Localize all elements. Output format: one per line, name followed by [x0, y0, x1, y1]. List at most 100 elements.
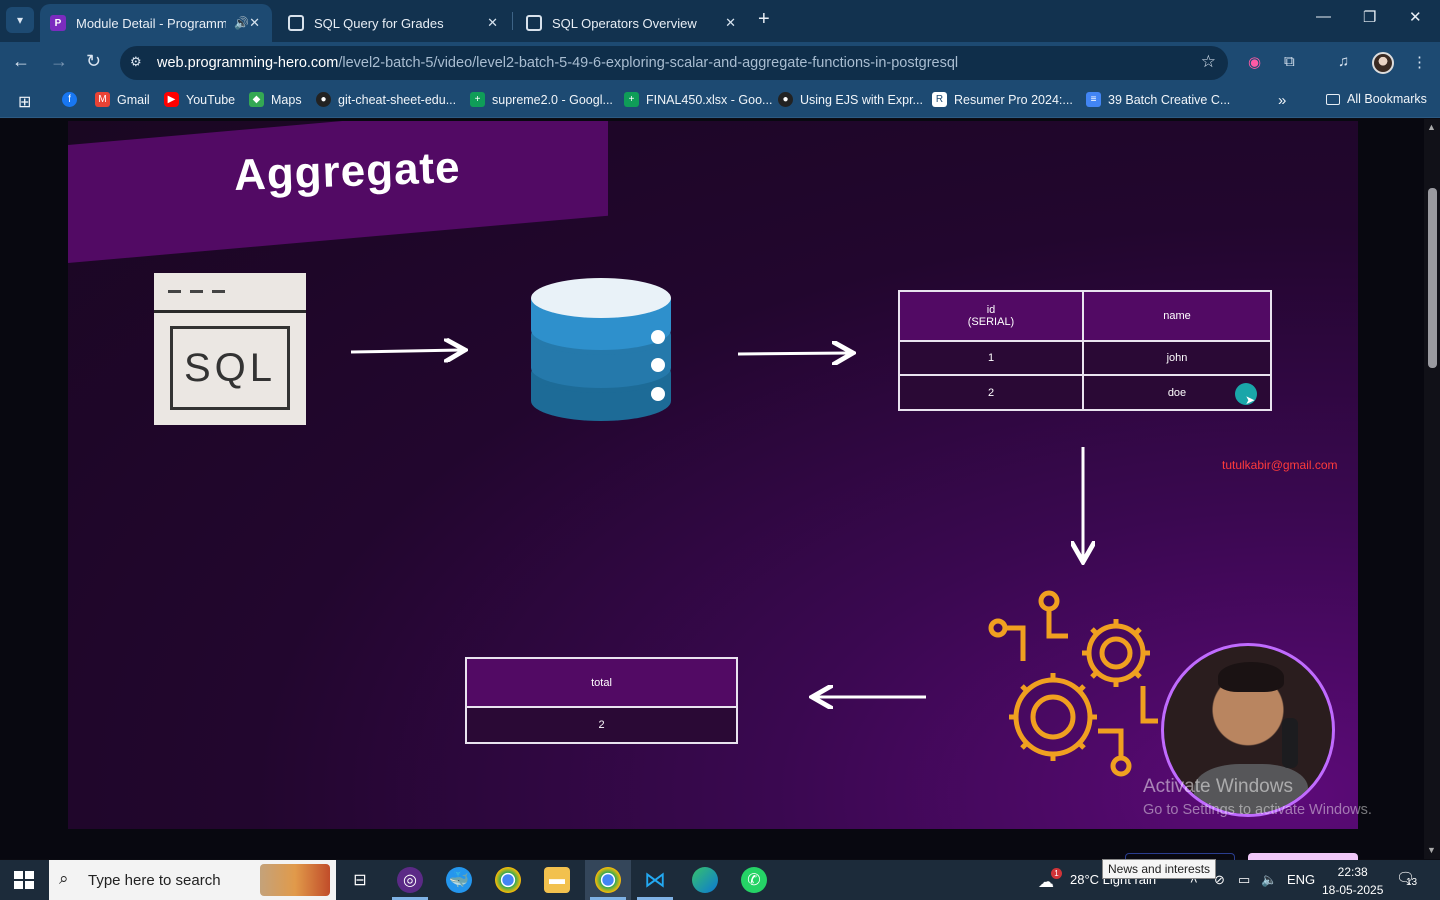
tab-search-button[interactable]: ▾: [6, 7, 34, 33]
tab-title: SQL Query for Grades: [314, 15, 444, 31]
docker-icon[interactable]: 🐳: [446, 867, 472, 893]
whatsapp-icon[interactable]: ✆: [741, 867, 767, 893]
scroll-down-arrow-icon[interactable]: ▼: [1427, 845, 1436, 855]
weather-icon[interactable]: ☁: [1038, 874, 1054, 891]
profile-avatar[interactable]: [1372, 52, 1394, 74]
presenter-email: tutulkabir@gmail.com: [1222, 458, 1338, 472]
close-icon[interactable]: ✕: [249, 15, 260, 30]
chrome-profile-icon[interactable]: [595, 867, 621, 893]
tray-overflow-chevron-icon[interactable]: ˄: [1190, 872, 1198, 887]
network-off-icon[interactable]: ⊘: [1214, 872, 1225, 887]
running-indicator: [590, 897, 626, 900]
activate-windows-title: Activate Windows: [1143, 776, 1293, 797]
display-icon[interactable]: ▭: [1238, 872, 1251, 887]
new-tab-button[interactable]: +: [758, 8, 770, 30]
address-bar[interactable]: ⚙ web.programming-hero.com/level2-batch-…: [120, 46, 1228, 80]
url-text[interactable]: web.programming-hero.com/level2-batch-5/…: [157, 55, 959, 71]
video-player[interactable]: Aggregate SQL: [68, 121, 1358, 829]
bookmark-final450[interactable]: +FINAL450.xlsx - Goo...: [624, 92, 772, 107]
scroll-up-arrow-icon[interactable]: ▲: [1427, 122, 1436, 132]
bookmark-youtube[interactable]: ▶YouTube: [164, 92, 235, 107]
close-icon[interactable]: ✕: [725, 15, 736, 30]
mouse-pointer-icon: ➤: [1245, 393, 1256, 407]
tab-sql-query[interactable]: SQL Query for Grades ✕: [278, 4, 510, 42]
menu-kebab-icon[interactable]: ⋮: [1412, 54, 1427, 71]
windows-taskbar: ⌕ Type here to search ⊟ ◎ 🐳 ▬ ⋈ ✆ ☁ 1 28…: [0, 860, 1440, 900]
app-purple-icon[interactable]: ◎: [397, 867, 423, 893]
tab-module-detail[interactable]: P Module Detail - Programmi 🔊 ✕: [40, 4, 272, 42]
table-cell: 2: [465, 706, 738, 744]
arrow-sql-to-db: [350, 350, 462, 352]
edge-icon[interactable]: [692, 867, 718, 893]
bookmark-maps[interactable]: ◆Maps: [249, 92, 302, 107]
clock-time: 22:38: [1337, 865, 1368, 879]
restore-icon[interactable]: ❐: [1363, 9, 1377, 26]
diagram-graphics: [350, 278, 1158, 777]
scrollbar-thumb[interactable]: [1428, 188, 1437, 368]
notification-center-icon[interactable]: 🗨13: [1396, 870, 1418, 888]
column-header-name: name: [1082, 290, 1272, 342]
maps-icon: ◆: [249, 92, 264, 107]
sheets-icon: +: [470, 92, 485, 107]
sql-window-icon: SQL: [154, 273, 306, 425]
presenter-hair: [1218, 662, 1284, 692]
tab-divider: [512, 12, 513, 30]
all-bookmarks-folder[interactable]: All Bookmarks: [1326, 92, 1427, 106]
bookmark-star-icon[interactable]: ☆: [1200, 52, 1216, 71]
tab-title: SQL Operators Overview: [552, 15, 697, 31]
media-control-icon[interactable]: ♫: [1338, 53, 1350, 70]
bookmark-ejs[interactable]: ●Using EJS with Expr...: [778, 92, 923, 107]
window-close-icon[interactable]: ✕: [1409, 9, 1422, 26]
gmail-icon: M: [95, 92, 110, 107]
forward-icon[interactable]: →: [50, 51, 68, 71]
more-bookmarks-chevron-icon[interactable]: »: [1278, 92, 1287, 109]
search-icon: ⌕: [59, 869, 69, 888]
extensions-puzzle-icon[interactable]: ⧉: [1284, 53, 1295, 70]
file-explorer-icon[interactable]: ▬: [544, 867, 570, 893]
weather-badge: 1: [1051, 868, 1062, 879]
task-view-icon[interactable]: ⊟: [353, 872, 367, 889]
page-button-outline[interactable]: [1125, 853, 1235, 861]
windows-start-icon[interactable]: [14, 871, 34, 889]
bookmark-supreme[interactable]: +supreme2.0 - Googl...: [470, 92, 613, 107]
sheets-icon: +: [624, 92, 639, 107]
github-icon: ●: [778, 92, 793, 107]
table-row: 2: [465, 706, 738, 744]
gears-icon: [988, 590, 1158, 777]
apps-grid-icon[interactable]: ⊞: [18, 94, 32, 111]
vscode-icon[interactable]: ⋈: [644, 867, 666, 892]
bookmark-git-cheat-sheet[interactable]: ●git-cheat-sheet-edu...: [316, 92, 456, 107]
input-table: id (SERIAL) name 1 john 2 doe: [898, 290, 1272, 411]
chrome-icon[interactable]: [495, 867, 521, 893]
facebook-bookmark[interactable]: f: [62, 92, 84, 107]
chatgpt-icon: [526, 15, 542, 31]
volume-icon[interactable]: 🔈: [1261, 872, 1278, 887]
reload-icon[interactable]: ↻: [86, 51, 102, 71]
system-clock[interactable]: 22:38 18-05-2025: [1322, 863, 1383, 899]
table-cell: 2: [898, 374, 1084, 411]
sql-label: SQL: [170, 326, 290, 410]
tab-sql-operators[interactable]: SQL Operators Overview ✕: [516, 4, 748, 42]
bookmark-batch-creative[interactable]: ≡39 Batch Creative C...: [1086, 92, 1230, 107]
close-icon[interactable]: ✕: [487, 15, 498, 30]
taskbar-search[interactable]: ⌕ Type here to search: [49, 860, 336, 900]
presenter-shirt: [1194, 764, 1308, 814]
back-icon[interactable]: ←: [12, 51, 30, 71]
minimize-icon[interactable]: —: [1316, 8, 1331, 25]
column-header-total: total: [465, 657, 738, 708]
search-placeholder: Type here to search: [88, 872, 221, 889]
news-tooltip: News and interests: [1102, 859, 1217, 879]
speaker-icon[interactable]: 🔊: [234, 16, 249, 30]
site-info-icon[interactable]: ⚙: [130, 54, 142, 69]
page-button-filled[interactable]: [1248, 853, 1358, 861]
language-indicator[interactable]: ENG: [1287, 872, 1316, 887]
facebook-icon: f: [62, 92, 77, 107]
folder-icon: [1326, 93, 1340, 105]
extension-icon[interactable]: ◉: [1248, 54, 1262, 71]
tab-title: Module Detail - Programmi: [76, 15, 226, 31]
microphone: [1282, 718, 1298, 768]
dash: [168, 290, 181, 293]
